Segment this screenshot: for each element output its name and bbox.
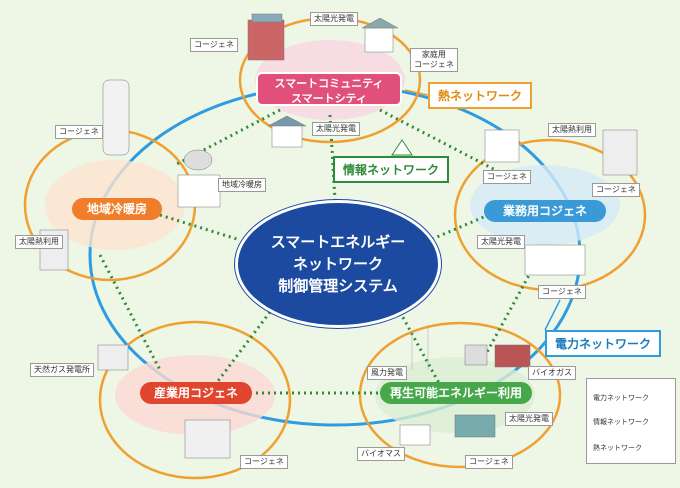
hub-smart-community: スマートコミュニティ スマートシティ (256, 72, 402, 106)
hub-smart-line-2: スマートシティ (290, 92, 367, 105)
label-cogen-district: コージェネ (55, 125, 103, 139)
label-solar-heat-district: 太陽熱利用 (15, 235, 63, 249)
label-biomass: バイオマス (357, 447, 405, 461)
hub-renewable: 再生可能エネルギー利用 (380, 382, 532, 404)
legend-info: 情報ネットワーク (593, 418, 649, 426)
center-line-1: スマートエネルギー (270, 233, 406, 251)
label-solar-smart: 太陽光発電 (310, 12, 358, 26)
legend: 電力ネットワーク 情報ネットワーク 熱ネットワーク (586, 378, 676, 464)
label-solar-renewable: 太陽光発電 (505, 412, 553, 426)
control-system-center: スマートエネルギー ネットワーク 制御管理システム (235, 200, 441, 328)
label-gas-plant: 天然ガス発電所 (30, 363, 94, 377)
heat-ring-renewable (358, 321, 562, 469)
label-cogen-renewable: コージェネ (465, 455, 513, 469)
label-district-plant: 地域冷暖房 (218, 178, 266, 192)
label-cogen-industrial: コージェネ (240, 455, 288, 469)
center-line-2: ネットワーク (292, 255, 383, 273)
legend-power: 電力ネットワーク (593, 394, 649, 402)
hub-industrial-cogen: 産業用コジェネ (140, 382, 252, 404)
heat-ring-industrial (98, 320, 292, 480)
info-network-callout: 情報ネットワーク (333, 156, 450, 183)
label-solar-smart-2: 太陽光発電 (312, 122, 360, 136)
label-solar-heat-business: 太陽熱利用 (548, 123, 596, 137)
heat-network-callout: 熱ネットワーク (428, 82, 533, 109)
label-solar-business: 太陽光発電 (477, 235, 525, 249)
power-network-callout: 電力ネットワーク (545, 330, 662, 357)
label-cogen-business-3: コージェネ (538, 285, 586, 299)
legend-heat: 熱ネットワーク (593, 444, 642, 452)
label-cogen-business-2: コージェネ (592, 183, 640, 197)
label-biogas: バイオガス (528, 366, 576, 380)
label-home-cogen: 家庭用 コージェネ (410, 48, 458, 72)
label-cogen-business-1: コージェネ (483, 170, 531, 184)
buildings (39, 13, 638, 459)
hub-business-cogen: 業務用コジェネ (484, 200, 606, 222)
label-home-cogen-line-2: コージェネ (414, 60, 454, 69)
center-line-3: 制御管理システム (278, 277, 398, 295)
hub-district-heating: 地域冷暖房 (72, 198, 162, 220)
hub-smart-line-1: スマートコミュニティ (274, 77, 384, 90)
label-cogen-smart: コージェネ (190, 38, 238, 52)
label-wind: 風力発電 (367, 366, 407, 380)
label-home-cogen-line-1: 家庭用 (421, 50, 446, 59)
